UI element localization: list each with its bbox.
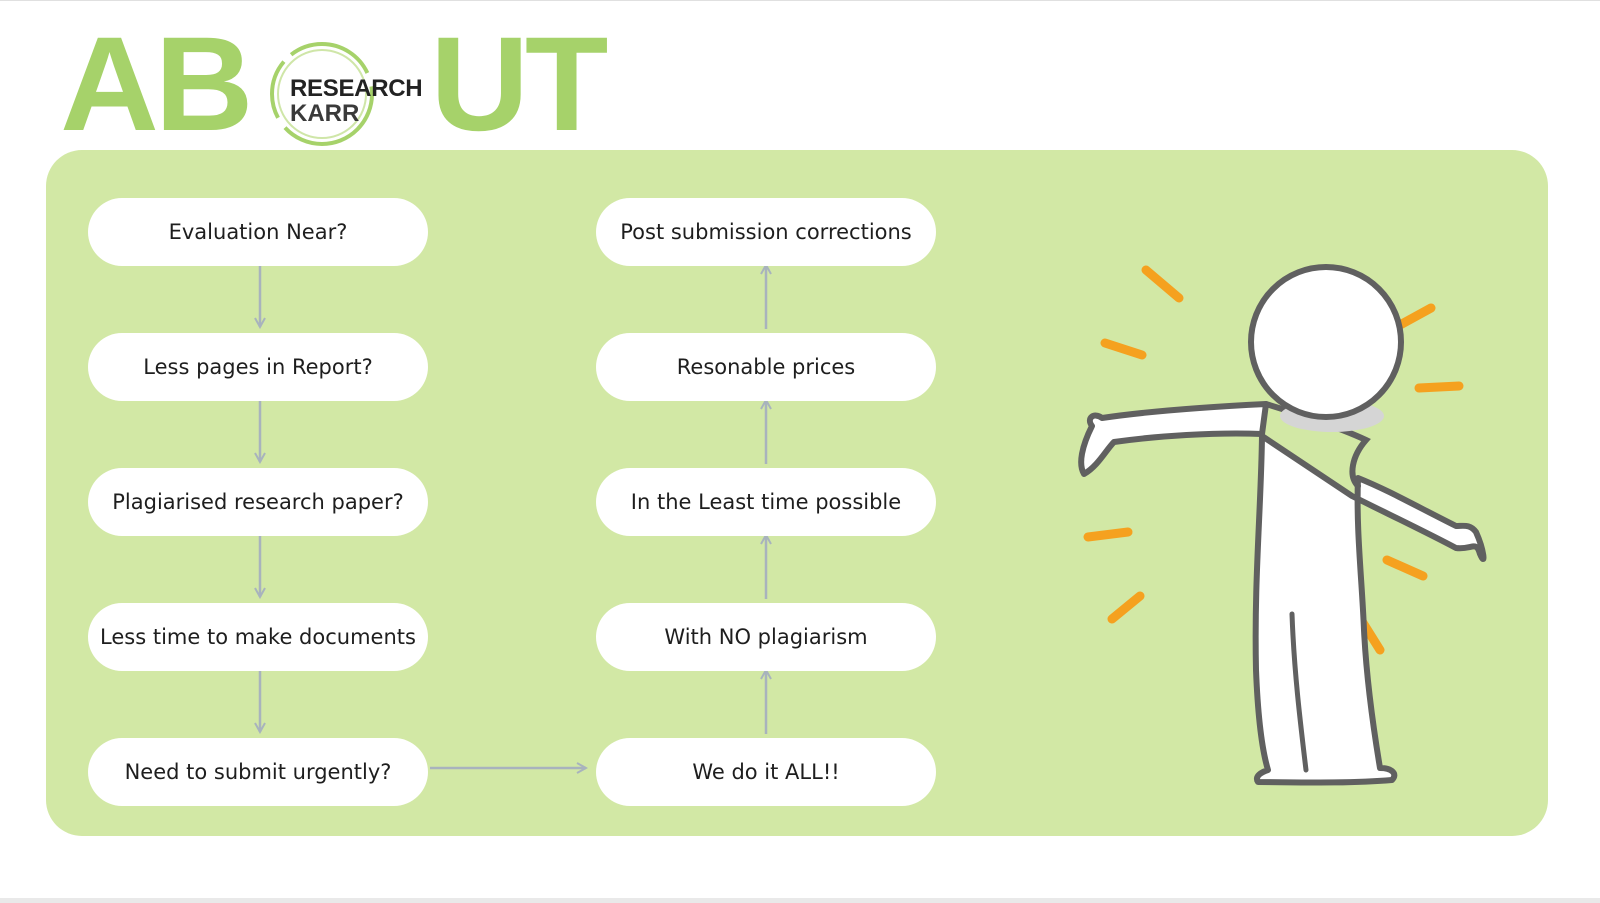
flow-step-left-5: Need to submit urgently? — [88, 738, 428, 806]
title-prefix: AB — [60, 10, 253, 159]
page-title: AB RESEARCH KARR UT — [60, 18, 620, 152]
flow-step-right-2: Resonable prices — [596, 333, 936, 401]
flow-step-left-3: Plagiarised research paper? — [88, 468, 428, 536]
top-divider — [0, 0, 1600, 1]
sparkle-lines — [1083, 265, 1464, 655]
logo-line-karr: KARR — [290, 100, 360, 127]
logo-ring-icon — [270, 42, 374, 146]
flow-step-left-2: Less pages in Report? — [88, 333, 428, 401]
flow-step-right-3: In the Least time possible — [596, 468, 936, 536]
title-suffix: UT — [430, 10, 608, 159]
bottom-divider — [0, 898, 1600, 903]
flow-step-right-1: Post submission corrections — [596, 198, 936, 266]
flow-step-left-1: Evaluation Near? — [88, 198, 428, 266]
flow-arrows — [46, 150, 1548, 836]
research-karr-logo: RESEARCH KARR — [260, 36, 430, 146]
cheerful-figure-illustration — [1078, 264, 1487, 786]
flow-step-right-5: We do it ALL!! — [596, 738, 936, 806]
flow-step-left-4: Less time to make documents — [88, 603, 428, 671]
flow-step-right-4: With NO plagiarism — [596, 603, 936, 671]
logo-line-research: RESEARCH — [290, 75, 423, 102]
flow-panel: Evaluation Near? Less pages in Report? P… — [46, 150, 1548, 836]
